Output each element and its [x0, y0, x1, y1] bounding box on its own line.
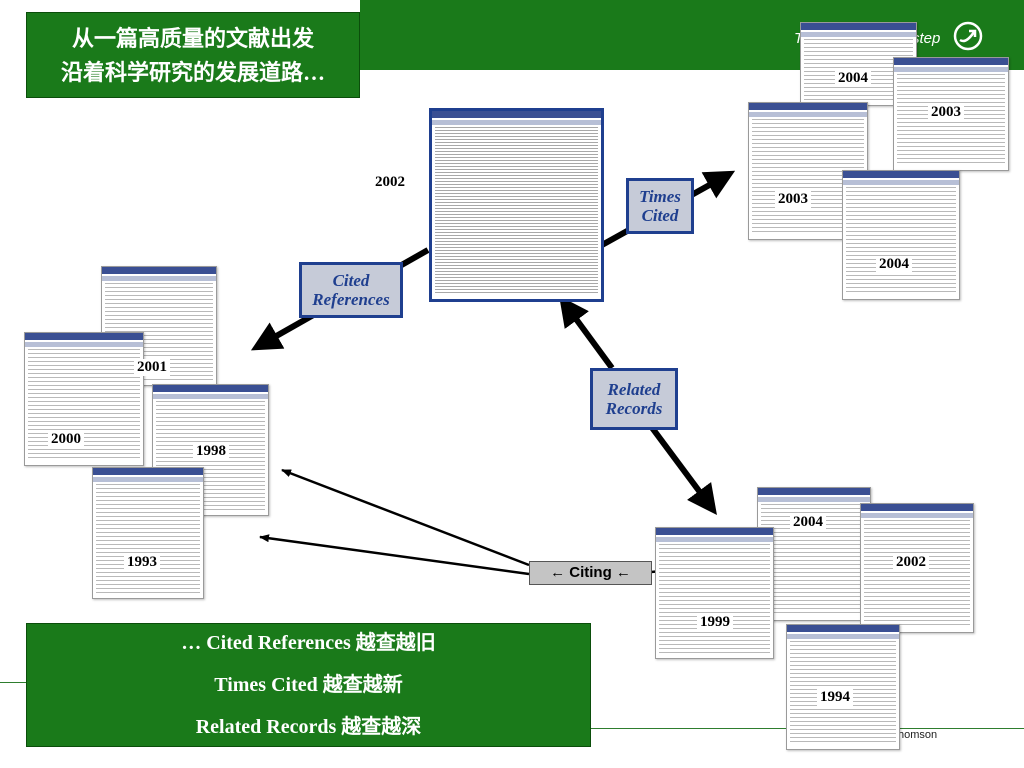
doc-cited-ref-4	[92, 467, 204, 599]
year-cited-ref-1: 2001	[134, 359, 170, 376]
cited-references-label-line-1: Cited	[332, 271, 370, 290]
year-central: 2002	[372, 174, 408, 191]
citing-arrow-upper	[281, 468, 530, 567]
cited-references-label-line-2: References	[312, 290, 390, 309]
year-cited-ref-2: 2000	[48, 431, 84, 448]
doc-cited-ref-2	[24, 332, 144, 466]
footer-brand: homson	[898, 729, 938, 741]
summary-line-2: Times Cited 越查越新	[214, 674, 403, 696]
doc-related-1	[757, 487, 871, 621]
times-cited-label: Times Cited	[626, 178, 694, 234]
related-down-arrow	[647, 423, 717, 516]
year-related-4: 1994	[817, 689, 853, 706]
year-times-cited-3: 2003	[775, 191, 811, 208]
title-line-2: 沿着科学研究的发展道路…	[60, 60, 325, 85]
related-records-label-line-1: Related	[607, 380, 661, 399]
doc-related-4	[786, 624, 900, 750]
year-cited-ref-3: 1998	[193, 443, 229, 460]
summary-line-3: Related Records 越查越深	[195, 716, 422, 738]
doc-times-cited-4	[842, 170, 960, 300]
year-cited-ref-4: 1993	[124, 554, 160, 571]
title-box: 从一篇高质量的文献出发 沿着科学研究的发展道路…	[26, 12, 360, 98]
times-cited-label-line-2: Cited	[641, 206, 679, 225]
left-rule	[0, 682, 26, 683]
year-related-1: 2004	[790, 514, 826, 531]
cited-references-label: Cited References	[299, 262, 403, 318]
related-up-arrow	[559, 295, 615, 370]
times-cited-label-line-1: Times	[639, 187, 681, 206]
year-times-cited-4: 2004	[876, 256, 912, 273]
brand-tagline-end: step	[912, 30, 941, 47]
year-times-cited-1: 2004	[835, 70, 871, 87]
doc-central-record	[429, 108, 604, 302]
related-records-label-line-2: Records	[605, 399, 663, 418]
year-related-2: 2002	[893, 554, 929, 571]
related-records-label: Related Records	[590, 368, 678, 430]
year-times-cited-2: 2003	[928, 104, 964, 121]
year-related-3: 1999	[697, 614, 733, 631]
doc-related-2	[860, 503, 974, 633]
title-line-1: 从一篇高质量的文献出发	[71, 26, 314, 51]
summary-box: … Cited References 越查越旧 Times Cited 越查越新…	[26, 623, 591, 747]
citing-label: ← Citing ←	[529, 561, 652, 585]
citing-arrow-lower	[259, 534, 530, 576]
summary-line-1: … Cited References 越查越旧	[181, 632, 436, 654]
circle-arrow-icon	[953, 21, 983, 51]
doc-related-3	[655, 527, 774, 659]
brand-tagline-start: T	[794, 30, 804, 47]
doc-cited-ref-3	[152, 384, 269, 516]
